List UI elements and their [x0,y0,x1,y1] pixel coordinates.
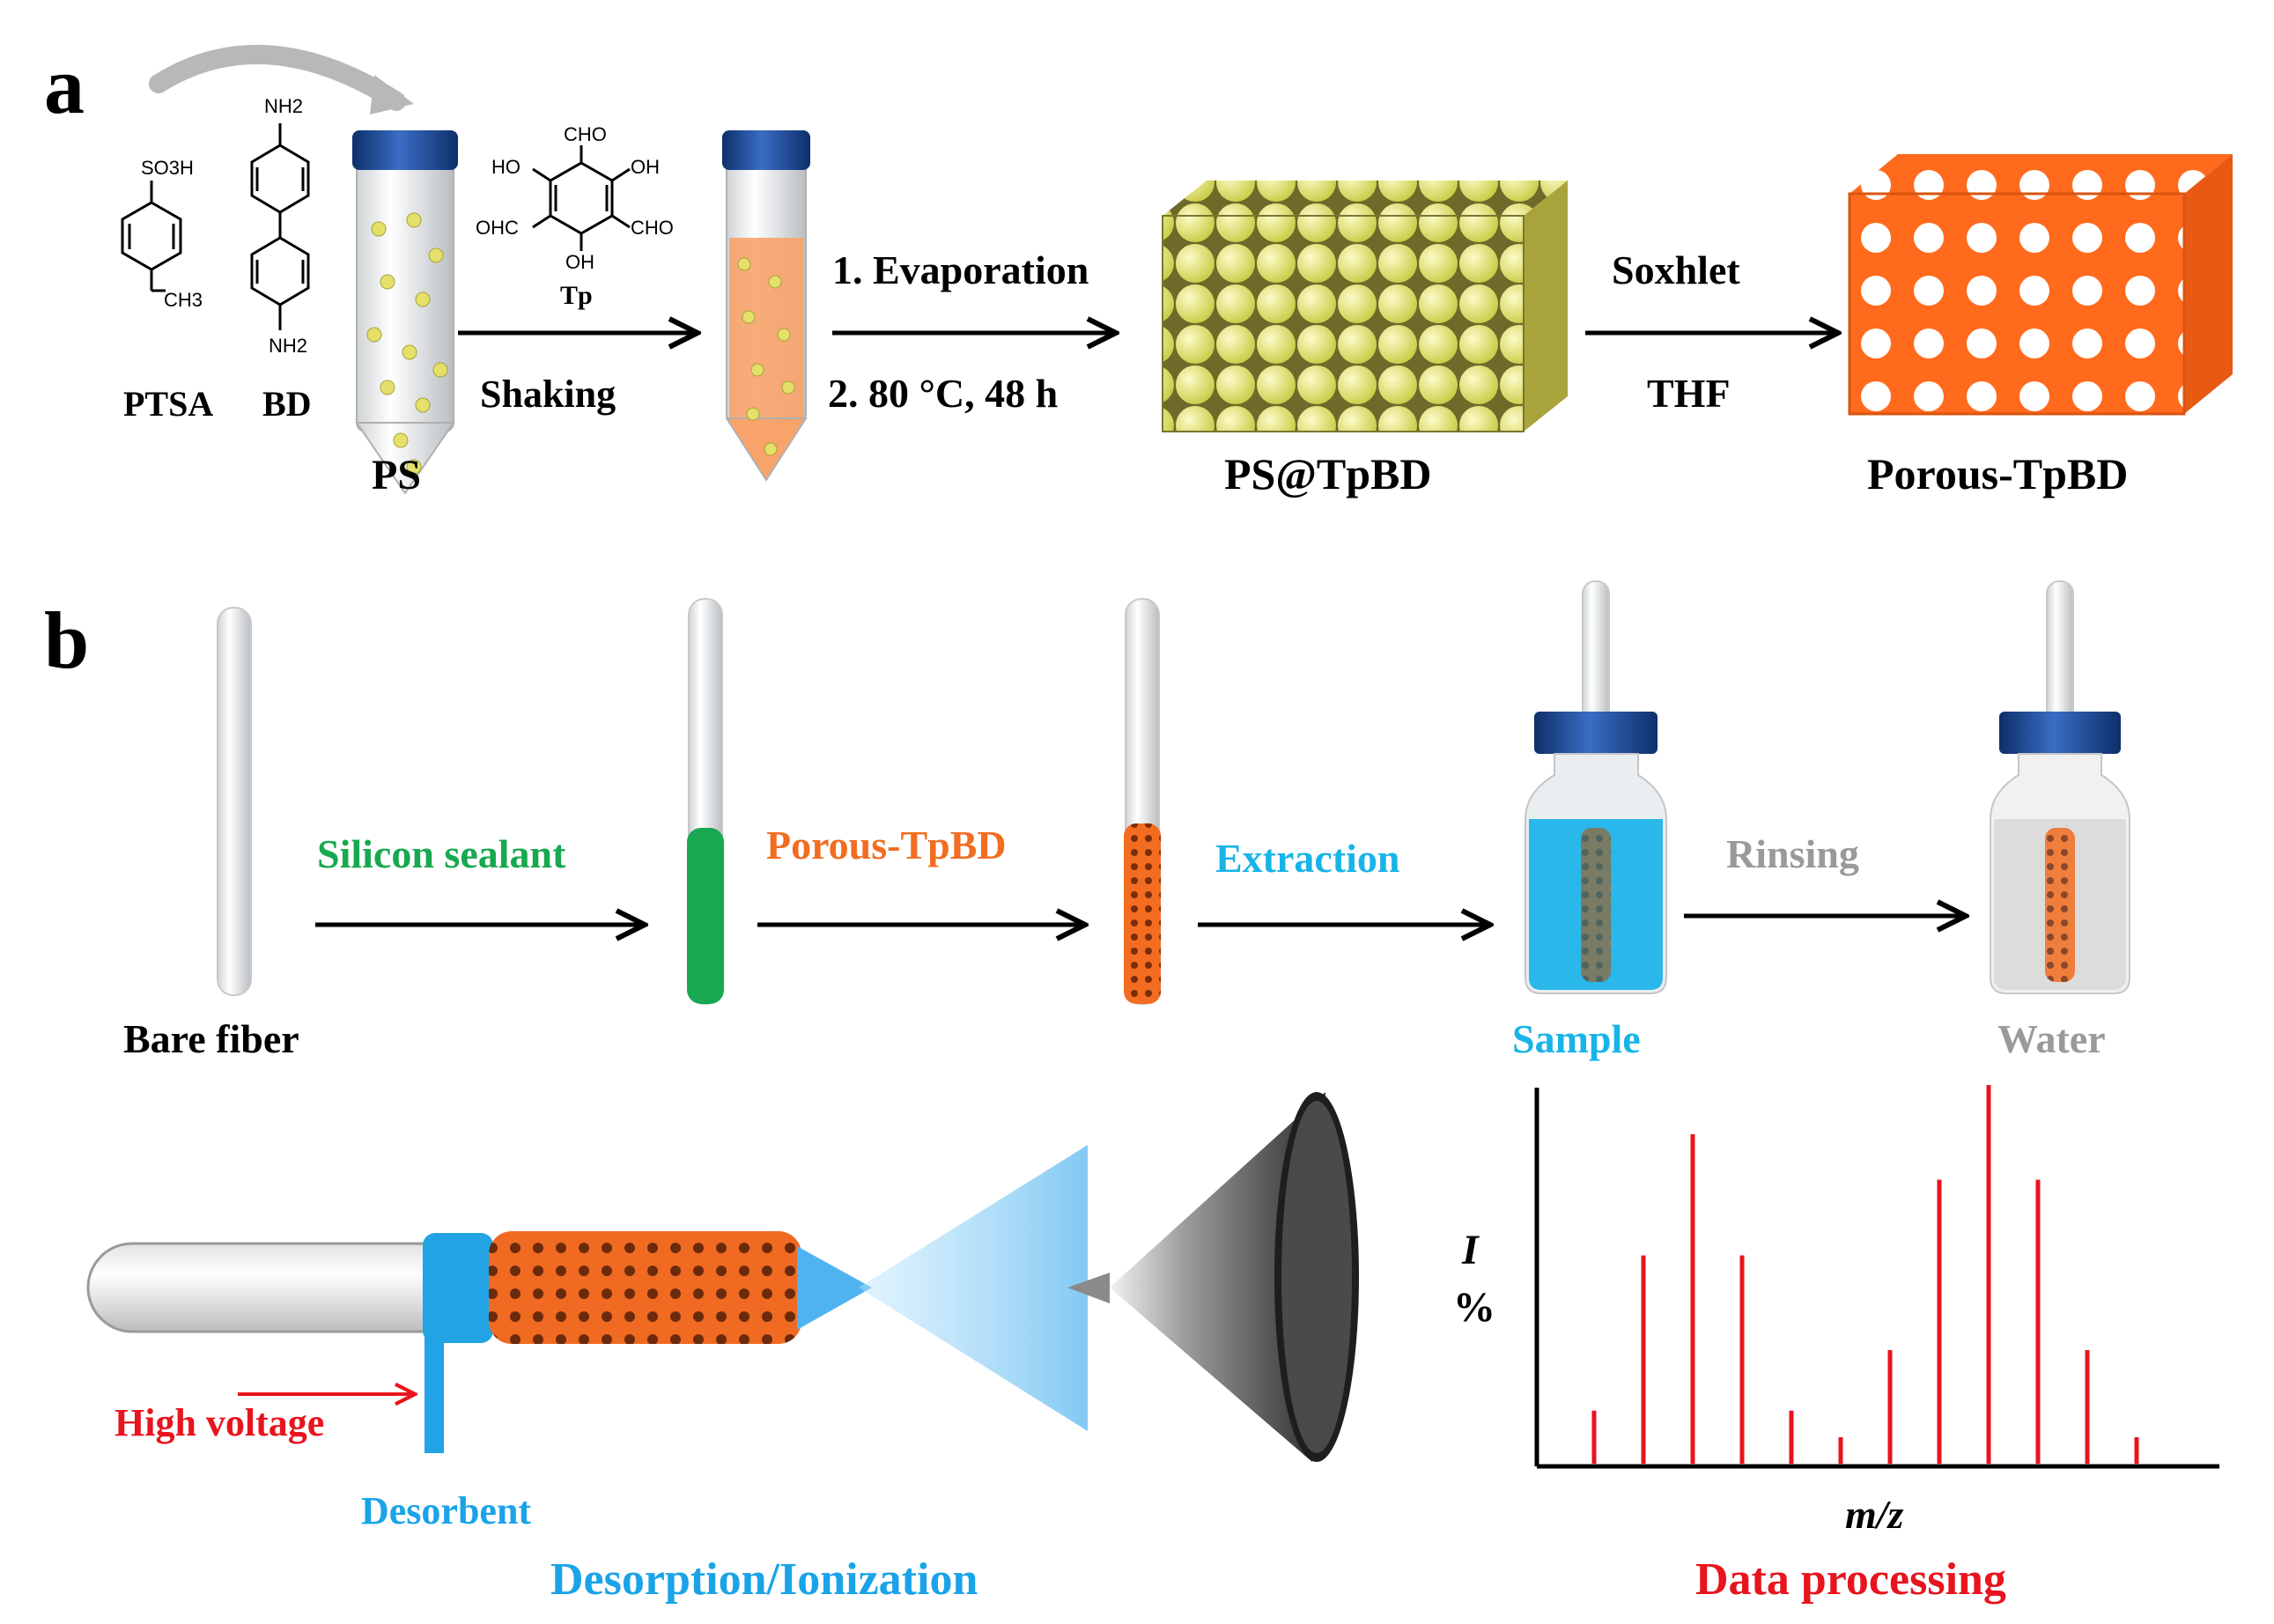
cho-top-label: CHO [564,123,607,145]
cho-right-label: CHO [631,217,674,239]
high-voltage-label: High voltage [114,1401,324,1444]
bd-structure [250,123,310,330]
sample-vial [1525,580,1667,994]
ohc-left-label: OHC [476,217,519,239]
panel-a-letter: a [44,41,85,130]
desorbent-label: Desorbent [361,1489,531,1532]
panel-a: a SO3H CH3 NH2 NH2 PTSA [44,41,2233,498]
oh-bottom-label: OH [565,251,594,273]
nh2-top-label: NH2 [264,95,303,117]
panel-b: b Bare fiber Silicon sealant Porous-TpBD… [44,580,2219,1605]
ps-label: PS [372,452,421,498]
ptsa-structure [121,181,182,292]
tp-label: Tp [560,281,593,310]
spectrum-peaks [1591,1085,2139,1464]
intensity-axis-label: I [1461,1227,1480,1273]
tp-structure [532,145,631,251]
oh-right-label: OH [631,156,660,178]
mz-axis-label: m/z [1845,1492,1904,1537]
curved-arrow-head [370,75,414,114]
water-label: Water [1997,1016,2106,1061]
so3h-label: SO3H [141,157,194,179]
curved-transfer-arrow [149,44,406,111]
rinsing-label: Rinsing [1726,831,1859,876]
porous-tpbd-framework [1848,154,2233,416]
spray-assembly [86,1092,1359,1462]
desorption-ionization-label: Desorption/Ionization [550,1554,978,1605]
sealant-coated-fiber [687,598,724,1005]
shaking-label: Shaking [480,373,616,416]
ps-tpbd-cube [1162,181,1568,432]
bd-label: BD [262,384,312,424]
ho-left-label: HO [491,156,521,178]
soxhlet-label: Soxhlet [1612,247,1740,292]
panel-b-letter: b [44,595,89,685]
extraction-label: Extraction [1215,836,1400,881]
percent-axis-label: % [1453,1284,1495,1331]
silicon-sealant-label: Silicon sealant [317,831,566,876]
heating-label: 2. 80 °C, 48 h [828,371,1058,416]
porous-tpbd-label-b: Porous-TpBD [766,823,1007,867]
ch3-label: CH3 [164,289,203,311]
sample-label: Sample [1512,1016,1641,1061]
tpbd-coated-fiber [1124,598,1161,1005]
mass-spectrum [1534,1085,2219,1469]
evaporation-label: 1. Evaporation [832,247,1089,292]
water-vial [1990,580,2130,994]
ptsa-label: PTSA [123,384,213,424]
bare-fiber-label: Bare fiber [123,1016,299,1061]
bare-fiber [217,607,252,996]
thf-label: THF [1647,371,1731,416]
porous-tpbd-label-a: Porous-TpBD [1867,449,2128,498]
data-processing-label: Data processing [1695,1554,2006,1605]
ps-tube [352,130,458,495]
tp-mixture-tube [722,130,810,482]
nh2-bottom-label: NH2 [269,335,307,357]
ps-tpbd-label: PS@TpBD [1224,449,1431,498]
